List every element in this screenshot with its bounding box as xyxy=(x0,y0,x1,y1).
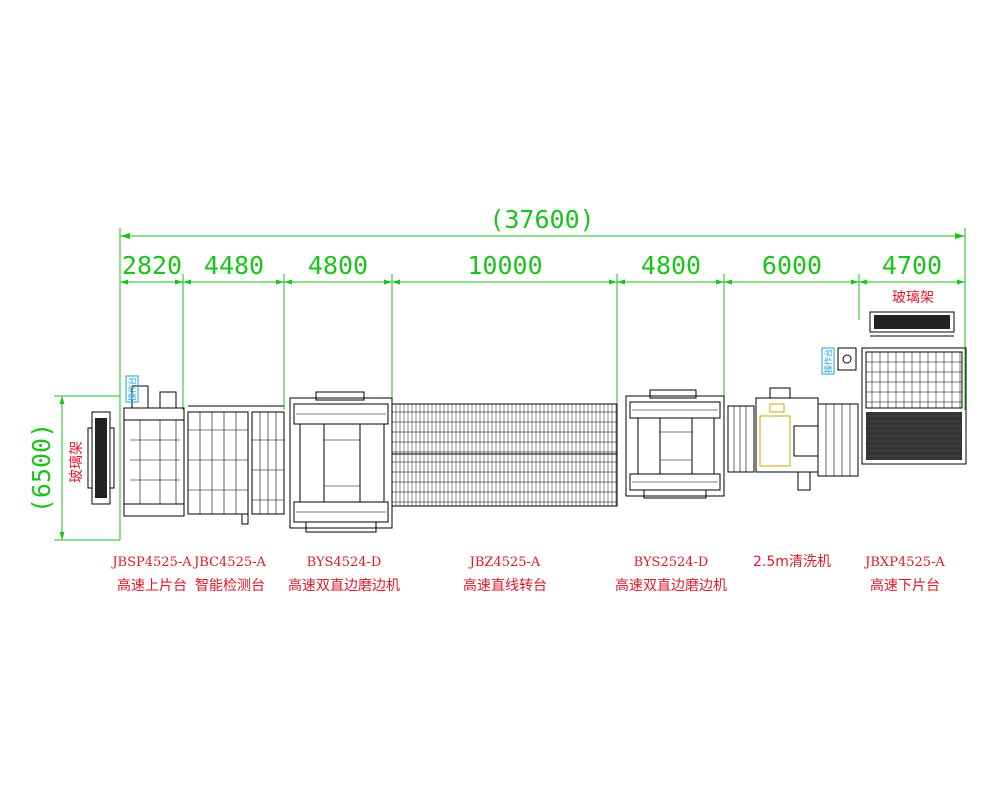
glass-rack-left xyxy=(87,411,115,505)
console-left-label: 操作台 xyxy=(127,377,137,401)
machine-7-name: 高速下片台 xyxy=(870,577,940,594)
segment-1-length: 2820 xyxy=(122,251,182,280)
turntable xyxy=(391,403,618,507)
total-length-label: (37600) xyxy=(489,205,594,234)
segment-2-length: 4480 xyxy=(204,251,264,280)
glass-rack-right xyxy=(869,311,955,337)
width-label: (6500) xyxy=(27,423,56,513)
machine-2-name: 智能检测台 xyxy=(195,578,265,594)
console-right xyxy=(821,347,835,375)
unloading-table xyxy=(861,347,967,465)
machine-2-model: JBC4525-A xyxy=(192,555,266,570)
machine-4-name: 高速直线转台 xyxy=(463,577,547,594)
machine-1-model: JBSP4525-A xyxy=(110,555,192,570)
dimension-lines xyxy=(54,228,966,541)
washer xyxy=(727,387,859,491)
console-stand xyxy=(837,347,857,371)
glass-rack-right-label: 玻璃架 xyxy=(892,289,934,306)
machine-labels: JBSP4525-A 高速上片台 JBC4525-A 智能检测台 BYS4524… xyxy=(110,554,945,594)
segment-7-length: 4700 xyxy=(882,251,942,280)
segment-6-length: 6000 xyxy=(762,251,822,280)
double-edger-2 xyxy=(625,389,725,499)
console-left xyxy=(125,375,139,403)
inspection-table xyxy=(187,405,285,525)
machine-4-model: JBZ4525-A xyxy=(468,555,541,570)
machine-3-model: BYS4524-D xyxy=(307,555,382,570)
machine-7-model: JBXP4525-A xyxy=(863,555,945,570)
machine-6-name: 2.5m清洗机 xyxy=(753,554,831,570)
machine-1-name: 高速上片台 xyxy=(117,577,187,594)
machine-3-name: 高速双直边磨边机 xyxy=(288,577,400,594)
machine-5-name: 高速双直边磨边机 xyxy=(615,577,727,594)
double-edger-1 xyxy=(289,391,393,533)
loading-table xyxy=(123,385,185,517)
machine-5-model: BYS2524-D xyxy=(634,555,709,570)
glass-rack-left-label: 玻璃架 xyxy=(68,441,85,483)
segment-4-length: 10000 xyxy=(467,251,542,280)
segment-3-length: 4800 xyxy=(308,251,368,280)
console-right-label: 操作台 xyxy=(823,349,833,373)
segment-5-length: 4800 xyxy=(641,251,701,280)
